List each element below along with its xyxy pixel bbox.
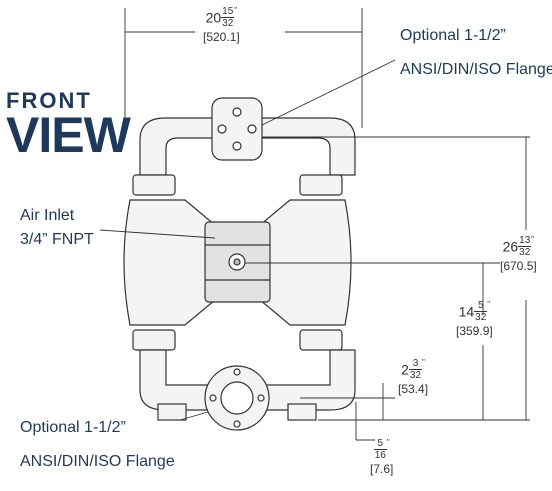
right-chamber: [259, 199, 352, 326]
top-flange-callout: Optional 1-1/2” ANSI/DIN/ISO Flange: [400, 26, 552, 80]
bottom-flange-callout-line1: Optional 1-1/2”: [20, 419, 126, 436]
air-inlet-callout-line2: 3/4” FNPT: [20, 231, 94, 248]
air-inlet-callout: Air Inlet 3/4” FNPT: [20, 206, 94, 250]
top-flange-callout-line1: Optional 1-1/2”: [400, 27, 506, 44]
front-label: FRONT: [6, 88, 92, 113]
bottom-manifold: [139, 349, 356, 411]
left-chamber: [123, 199, 216, 326]
bottom-flange-callout: Optional 1-1/2” ANSI/DIN/ISO Flange: [20, 418, 175, 472]
view-label: VIEW: [6, 107, 131, 163]
bottom-flange-callout-line2: ANSI/DIN/ISO Flange: [20, 453, 175, 470]
right-foot: [287, 403, 317, 421]
air-inlet-callout-line1: Air Inlet: [20, 207, 75, 224]
left-foot: [157, 403, 187, 421]
top-flange: [211, 97, 263, 161]
top-flange-callout-line2: ANSI/DIN/ISO Flange: [400, 61, 552, 78]
